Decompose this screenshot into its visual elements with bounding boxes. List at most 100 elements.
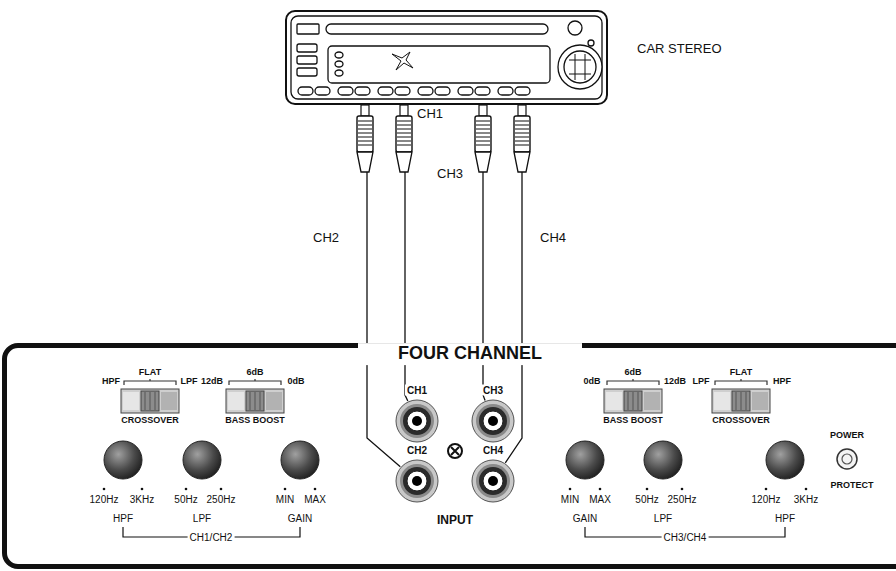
car-stereo-detail — [395, 87, 410, 95]
control-label: CROSSOVER — [710, 416, 772, 426]
control-label: HPF — [771, 377, 793, 387]
car-stereo-detail — [297, 56, 317, 64]
control-label: PROTECT — [828, 481, 875, 491]
jack-symbol — [407, 411, 427, 431]
jack-symbol — [483, 471, 503, 491]
jack-symbol — [412, 416, 422, 426]
knob-marks — [185, 488, 188, 491]
power-led — [837, 449, 857, 469]
car-stereo-detail — [418, 87, 433, 95]
control-label: 250Hz — [205, 494, 238, 505]
slide-switches — [604, 379, 662, 413]
jack-symbol — [476, 404, 510, 438]
jack-label: CH1 — [405, 385, 429, 396]
car-stereo-detail — [558, 45, 602, 89]
cable-label: CH4 — [538, 231, 568, 245]
cable-label: CH2 — [311, 231, 341, 245]
car-stereo-detail — [315, 87, 330, 95]
control-label: HPF — [100, 377, 122, 387]
control-label: GAIN — [286, 513, 314, 524]
jack-symbol — [403, 407, 431, 435]
jack-symbol — [483, 411, 503, 431]
control-label: 0dB — [285, 377, 306, 387]
control-label: INPUT — [435, 514, 475, 527]
rca-plugs — [357, 105, 373, 172]
input-jack: CH3 — [471, 399, 515, 443]
control-label: GAIN — [571, 513, 599, 524]
slide-switches — [712, 379, 770, 413]
knob-marks — [569, 488, 572, 491]
device-title: CAR STEREO — [637, 42, 722, 56]
control-knobs — [566, 441, 604, 479]
input-jack: CH4 — [471, 459, 515, 503]
jack-symbol — [488, 416, 498, 426]
control-label: 120Hz — [750, 494, 783, 505]
knob-marks — [220, 488, 223, 491]
knob-marks — [141, 488, 144, 491]
jack-symbol — [395, 399, 439, 443]
car-stereo-detail — [569, 54, 591, 80]
car-stereo-detail — [335, 70, 343, 76]
car-stereo-detail — [568, 21, 582, 35]
control-label: 50Hz — [633, 494, 660, 505]
knob-marks — [284, 488, 287, 491]
car-stereo-detail — [298, 87, 313, 95]
control-label: 6dB — [622, 368, 643, 378]
jack-symbol — [412, 476, 422, 486]
jack-symbol — [479, 407, 507, 435]
control-label: LPF — [691, 377, 712, 387]
jack-symbol — [407, 471, 427, 491]
car-stereo-detail — [475, 87, 490, 95]
control-label: FLAT — [137, 368, 163, 378]
knob-marks — [314, 488, 317, 491]
control-label: LPF — [191, 513, 213, 524]
control-label: CH3/CH4 — [662, 532, 709, 543]
car-stereo-detail — [326, 24, 548, 34]
jack-symbol — [403, 467, 431, 495]
control-label: 120Hz — [88, 494, 121, 505]
car-stereo-detail — [297, 68, 317, 76]
jack-symbol — [395, 459, 439, 503]
knob-marks — [103, 488, 106, 491]
ground-screw — [448, 444, 462, 458]
control-label: 3KHz — [792, 494, 820, 505]
control-knobs — [644, 441, 682, 479]
knob-marks — [103, 488, 808, 491]
control-label: BASS BOOST — [223, 416, 287, 426]
control-label: CROSSOVER — [119, 416, 181, 426]
control-label: 12dB — [662, 377, 688, 387]
jack-symbol — [400, 464, 434, 498]
control-label: MIN — [274, 494, 296, 505]
car-stereo-detail — [335, 52, 343, 58]
car-stereo-detail — [355, 87, 370, 95]
cable-label: CH3 — [435, 167, 465, 181]
jack-symbol — [400, 404, 434, 438]
car-stereo-detail — [297, 24, 319, 34]
control-label: 250Hz — [666, 494, 699, 505]
car-stereo-detail — [338, 87, 353, 95]
control-knobs — [183, 441, 221, 479]
control-label: 3KHz — [128, 494, 156, 505]
knob-marks — [765, 488, 768, 491]
car-stereo-detail — [588, 40, 594, 46]
jack-symbol — [479, 467, 507, 495]
car-stereo-detail — [291, 16, 602, 99]
car-stereo-detail — [328, 46, 550, 83]
panel-title: FOUR CHANNEL — [358, 343, 582, 365]
car-stereo-detail — [335, 61, 343, 67]
ground-screw — [451, 447, 459, 455]
input-jack: CH2 — [395, 459, 439, 503]
control-label: MAX — [302, 494, 328, 505]
rca-plugs — [396, 105, 412, 172]
control-knobs — [281, 441, 319, 479]
rca-plugs — [475, 105, 491, 172]
control-label: MIN — [559, 494, 581, 505]
jack-symbol — [476, 464, 510, 498]
control-label: CH1/CH2 — [188, 532, 235, 543]
control-label: 6dB — [244, 368, 265, 378]
car-stereo: CAR STEREO — [285, 10, 608, 105]
car-stereo-detail — [378, 87, 393, 95]
